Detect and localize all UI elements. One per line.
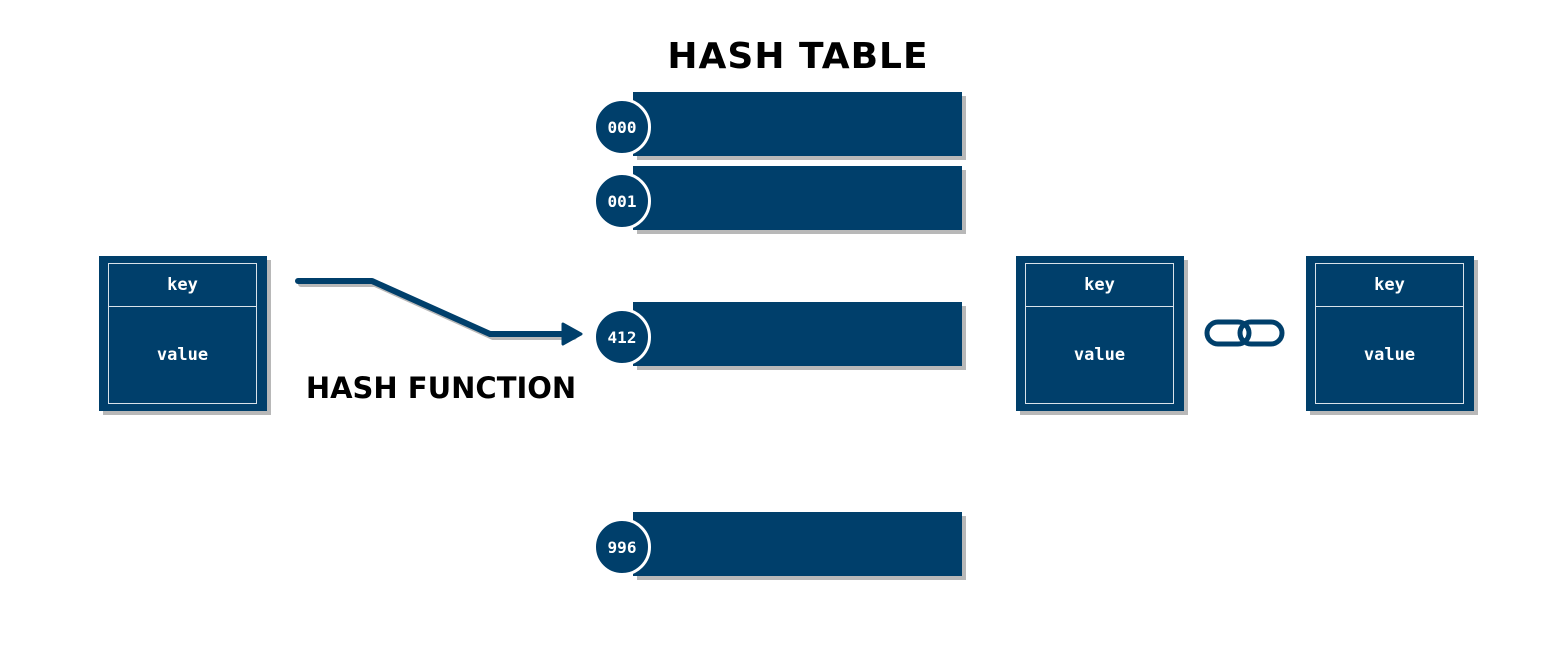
bucket-000 [633, 92, 962, 156]
diagram-title: HASH TABLE [667, 36, 929, 77]
chain-entry-value: value [1073, 345, 1126, 365]
bucket-412 [633, 302, 962, 366]
bucket-996 [633, 512, 962, 576]
input-entry-value: value [156, 345, 209, 365]
input-entry-key: key [109, 264, 256, 307]
bucket-index-000: 000 [593, 98, 651, 156]
chain-entry-key: key [1316, 264, 1463, 307]
chain-entry-value: value [1363, 345, 1416, 365]
bucket-index-996: 996 [593, 518, 651, 576]
chain-link-icon [1204, 319, 1285, 347]
input-entry-node: key value [99, 256, 267, 411]
arrow-right-icon [295, 278, 583, 346]
hash-function-label: HASH FUNCTION [305, 371, 577, 405]
bucket-index-001: 001 [593, 172, 651, 230]
bucket-001 [633, 166, 962, 230]
bucket-index-412: 412 [593, 308, 651, 366]
chain-entry-node: key value [1016, 256, 1184, 411]
chain-entry-key: key [1026, 264, 1173, 307]
chain-entry-node: key value [1306, 256, 1474, 411]
